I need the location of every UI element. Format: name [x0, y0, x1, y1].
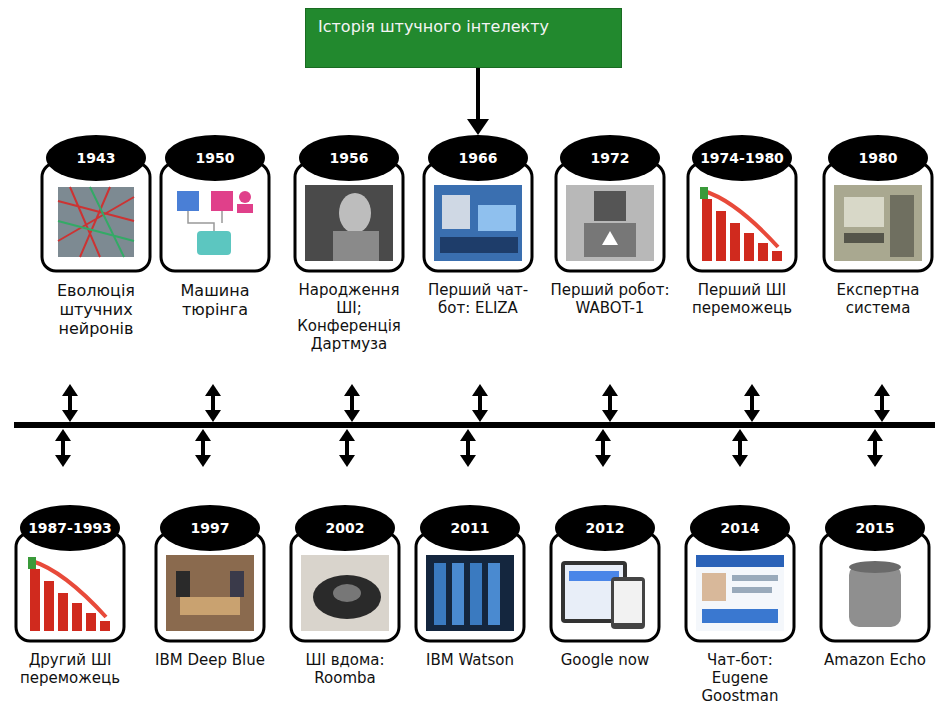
event-caption: Експертна система: [816, 281, 940, 317]
event-caption: Чат-бот: Eugene Goostman: [678, 651, 802, 705]
timeline-item: 1956Народження ШІ; Конференція Дартмуза: [287, 135, 411, 357]
year-label: 1974-1980: [700, 150, 784, 166]
double-arrow: [595, 429, 611, 467]
year-label: 1956: [330, 150, 369, 166]
timeline-item: 2012Google now: [543, 505, 667, 673]
title-text: Історія штучного інтелекту: [318, 17, 549, 36]
year-label: 1972: [591, 150, 630, 166]
event-caption: Google now: [543, 651, 667, 669]
year-ellipse: 1943: [46, 135, 146, 181]
timeline-item: 1980Експертна система: [816, 135, 940, 321]
double-arrow: [460, 429, 476, 467]
year-ellipse: 1974-1980: [692, 135, 792, 181]
event-caption: Другий ШІ переможець: [8, 651, 132, 687]
year-label: 1997: [191, 520, 230, 536]
year-label: 1950: [196, 150, 235, 166]
year-label: 1987-1993: [28, 520, 112, 536]
timeline-item: 1972Перший робот: WABOT-1: [548, 135, 672, 321]
event-caption: Народження ШІ; Конференція Дартмуза: [287, 281, 411, 353]
flow-arrow: [467, 68, 489, 135]
timeline-item: 1974-1980Перший ШІ переможець: [680, 135, 804, 321]
double-arrow: [472, 384, 488, 422]
double-arrow: [205, 384, 221, 422]
double-arrow: [602, 384, 618, 422]
double-arrow: [55, 429, 71, 467]
year-ellipse: 1972: [560, 135, 660, 181]
year-ellipse: 2015: [825, 505, 925, 551]
year-ellipse: 1997: [160, 505, 260, 551]
event-caption: Amazon Echo: [813, 651, 937, 669]
double-arrow: [195, 429, 211, 467]
event-caption: Перший ШІ переможець: [680, 281, 804, 317]
year-label: 2014: [721, 520, 760, 536]
event-caption: Перший робот: WABOT-1: [548, 281, 672, 317]
double-arrow: [339, 429, 355, 467]
timeline-item: 2011IBM Watson: [408, 505, 532, 673]
timeline-item: 2015Amazon Echo: [813, 505, 937, 673]
year-label: 2012: [586, 520, 625, 536]
event-caption: Перший чат-бот: ELIZA: [416, 281, 540, 317]
time-axis: [14, 422, 935, 428]
year-ellipse: 1980: [828, 135, 928, 181]
event-caption: IBM Deep Blue: [148, 651, 272, 669]
double-arrow: [874, 384, 890, 422]
double-arrow: [62, 384, 78, 422]
year-ellipse: 2011: [420, 505, 520, 551]
year-ellipse: 1956: [299, 135, 399, 181]
year-label: 1943: [77, 150, 116, 166]
year-ellipse: 2002: [295, 505, 395, 551]
timeline-item: 1950Машина тюрінга: [153, 135, 277, 323]
year-label: 2015: [856, 520, 895, 536]
title-box: Історія штучного інтелекту: [305, 8, 622, 68]
event-caption: Машина тюрінга: [153, 281, 277, 319]
timeline-item: 1987-1993Другий ШІ переможець: [8, 505, 132, 691]
event-caption: ШІ вдома: Roomba: [283, 651, 407, 687]
year-ellipse: 1987-1993: [20, 505, 120, 551]
timeline-item: 1997IBM Deep Blue: [148, 505, 272, 673]
timeline-item: 1966Перший чат-бот: ELIZA: [416, 135, 540, 321]
timeline-item: 2014Чат-бот: Eugene Goostman: [678, 505, 802, 709]
timeline-item: 2002 ШІ вдома: Roomba: [283, 505, 407, 691]
event-caption: IBM Watson: [408, 651, 532, 669]
double-arrow: [732, 429, 748, 467]
double-arrow: [744, 384, 760, 422]
double-arrow: [344, 384, 360, 422]
year-label: 2011: [451, 520, 490, 536]
year-label: 2002: [326, 520, 365, 536]
year-label: 1966: [459, 150, 498, 166]
year-label: 1980: [859, 150, 898, 166]
year-ellipse: 2012: [555, 505, 655, 551]
year-ellipse: 1950: [165, 135, 265, 181]
timeline-item: 1943Еволюція штучних нейронів: [34, 135, 158, 343]
year-ellipse: 1966: [428, 135, 528, 181]
year-ellipse: 2014: [690, 505, 790, 551]
double-arrow: [867, 429, 883, 467]
event-caption: Еволюція штучних нейронів: [34, 281, 158, 339]
